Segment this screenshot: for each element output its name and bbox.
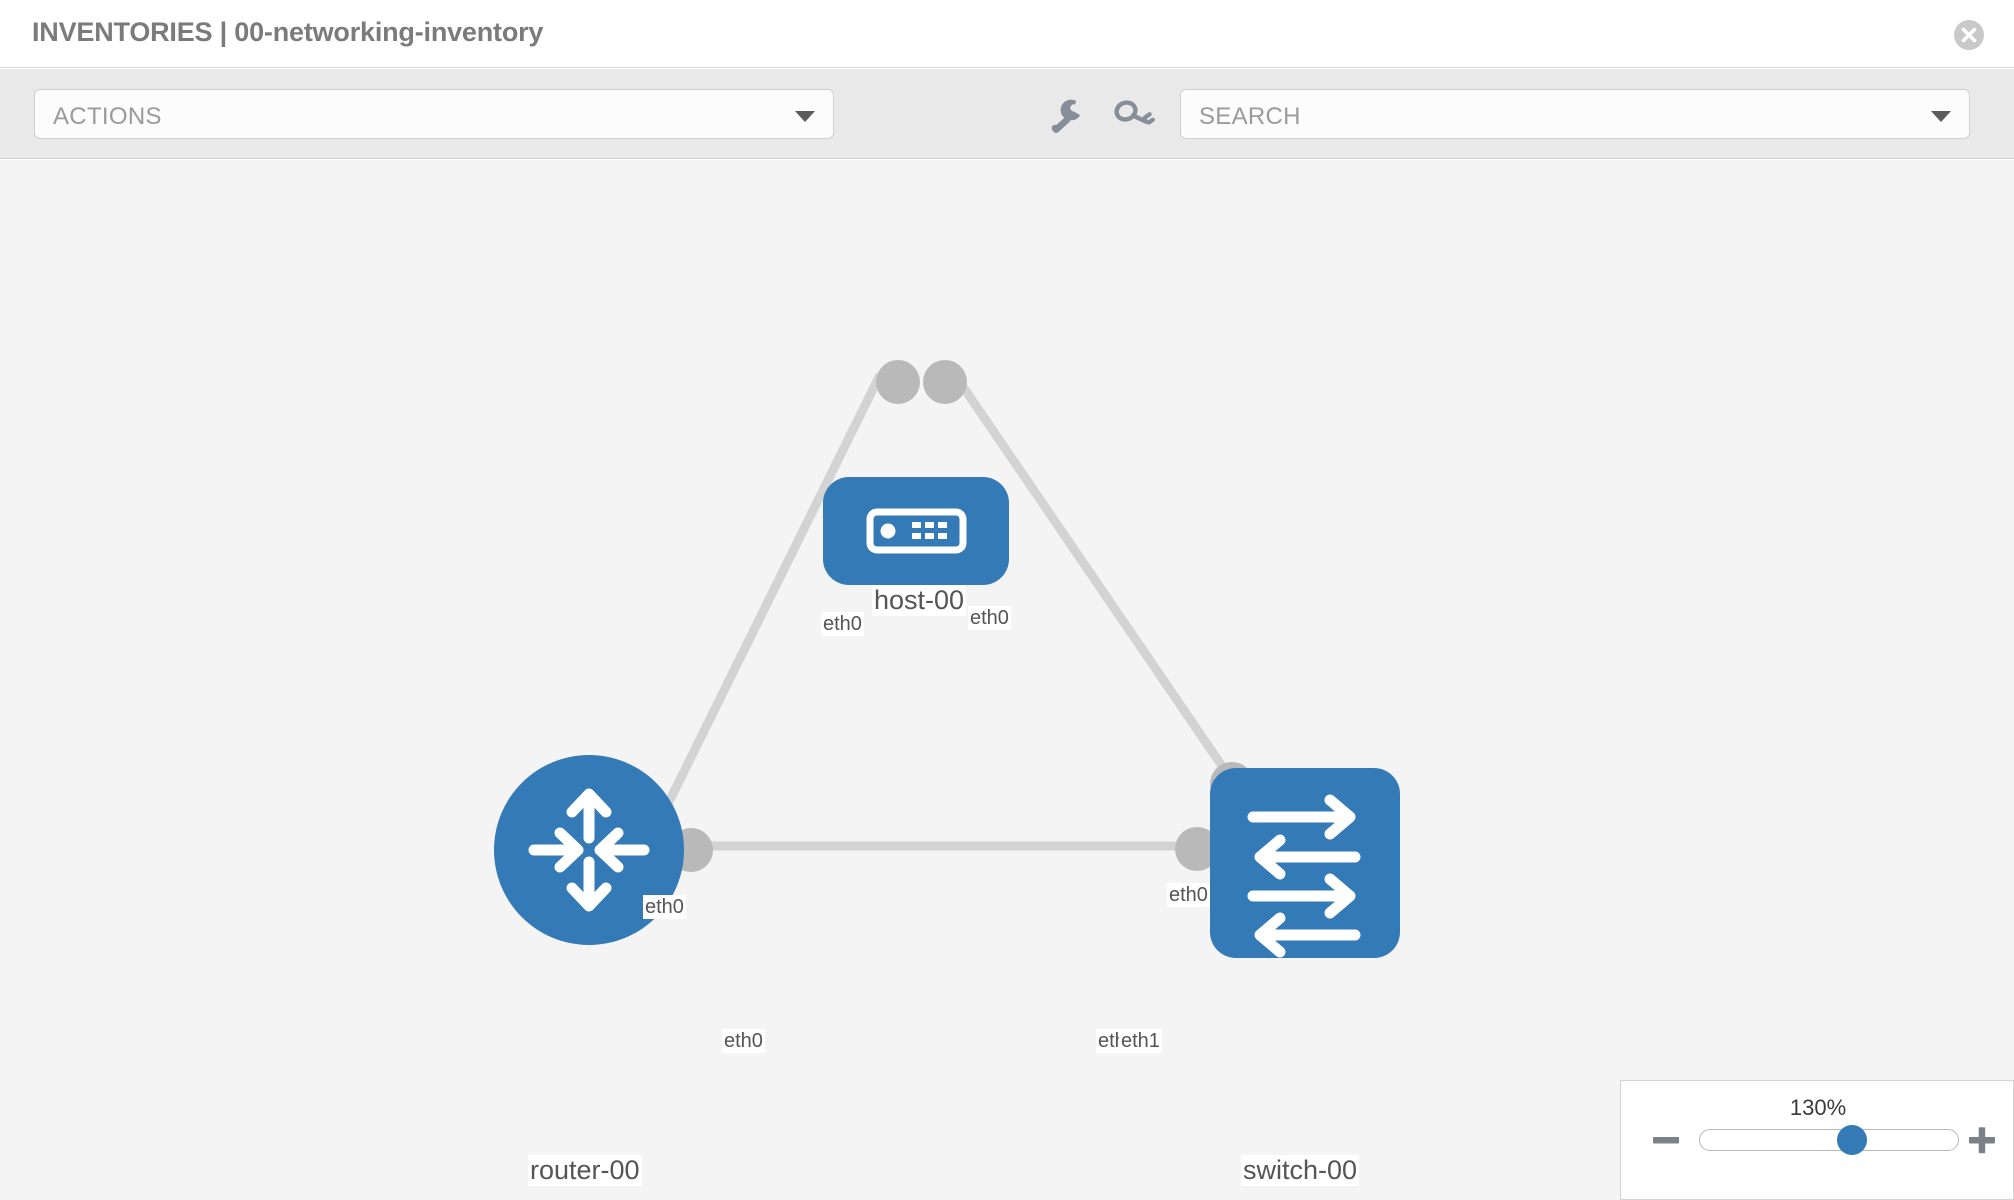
- node-switch-00[interactable]: [1210, 768, 1400, 958]
- node-label-switch: switch-00: [1241, 1155, 1360, 1186]
- interface-label: eth1: [1119, 1029, 1162, 1053]
- node-label-router: router-00: [528, 1155, 642, 1186]
- link-host-router[interactable]: [655, 373, 885, 822]
- interface-label: eth0: [643, 895, 686, 919]
- zoom-out-button[interactable]: [1649, 1123, 1683, 1157]
- toolbar: ACTIONS SEARCH: [0, 69, 2014, 159]
- plus-icon: [1969, 1127, 1995, 1154]
- router-arrows-icon: [528, 788, 650, 912]
- interface-label: eth0: [722, 1029, 765, 1053]
- close-circle-icon[interactable]: [1954, 20, 1984, 50]
- zoom-in-button[interactable]: [1965, 1123, 1999, 1157]
- page-header: INVENTORIES | 00-networking-inventory: [0, 0, 2014, 68]
- interface-endpoint[interactable]: [923, 360, 967, 404]
- page-title: INVENTORIES | 00-networking-inventory: [32, 17, 544, 47]
- topology-canvas[interactable]: host-00 router-00 switch-00 eth0 eth0 et…: [0, 160, 2014, 1200]
- search-input[interactable]: SEARCH: [1180, 89, 1970, 139]
- link-host-switch[interactable]: [951, 372, 1239, 788]
- chevron-down-icon: [795, 111, 815, 122]
- zoom-slider-track[interactable]: [1699, 1129, 1959, 1151]
- wrench-icon[interactable]: [1044, 94, 1088, 138]
- search-placeholder: SEARCH: [1199, 103, 1301, 130]
- actions-dropdown-label: ACTIONS: [53, 103, 162, 130]
- minus-icon: [1653, 1137, 1679, 1144]
- interface-endpoint[interactable]: [876, 360, 920, 404]
- topology-graph: [494, 360, 1400, 958]
- zoom-level-value: 130%: [1789, 1095, 1847, 1120]
- zoom-control-panel: 130%: [1620, 1080, 2014, 1200]
- switch-arrows-icon: [1247, 794, 1361, 958]
- node-host-00[interactable]: [823, 477, 1009, 585]
- chevron-down-icon: [1931, 111, 1951, 122]
- server-appliance-icon: [866, 508, 967, 554]
- zoom-slider-thumb[interactable]: [1837, 1125, 1867, 1155]
- key-icon[interactable]: [1112, 94, 1156, 138]
- node-router-00[interactable]: [494, 755, 684, 945]
- actions-dropdown[interactable]: ACTIONS: [34, 89, 834, 139]
- interface-label: eth0: [821, 612, 864, 636]
- node-label-host: host-00: [872, 585, 967, 616]
- interface-label: eth0: [968, 606, 1011, 630]
- interface-endpoint[interactable]: [1175, 827, 1219, 871]
- interface-label: eth0: [1167, 883, 1210, 907]
